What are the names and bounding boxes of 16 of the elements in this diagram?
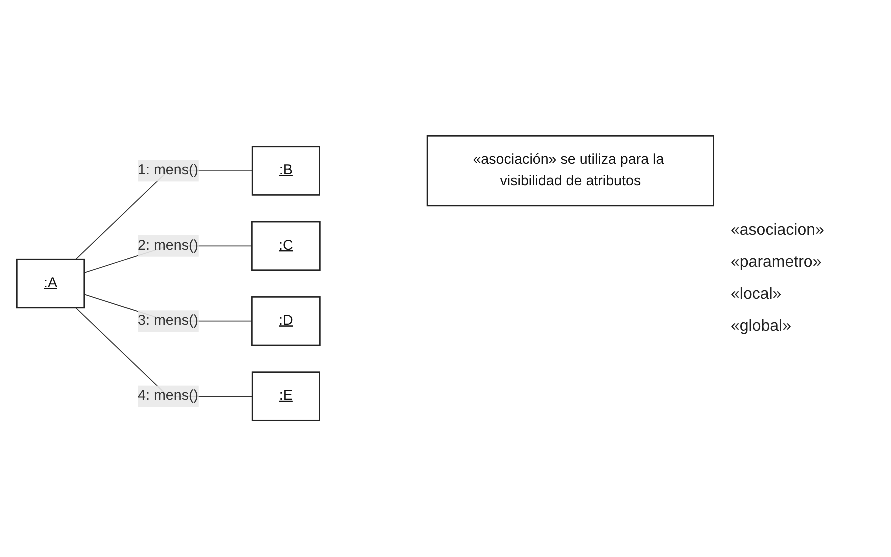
node-box: :C — [252, 221, 321, 272]
edge-label: 3: mens() — [138, 313, 199, 329]
node-box: :D — [252, 296, 321, 346]
connector — [76, 308, 254, 398]
stereotype-label: «parametro» — [731, 254, 823, 272]
node-box: «asociación» se utiliza para la visibilidad de atributos — [426, 136, 714, 207]
stereotype-label: «asociacion» — [731, 222, 826, 240]
node-box: :A — [16, 259, 86, 309]
stereotype-label: «local» — [731, 286, 783, 304]
edge-label: 4: mens() — [138, 388, 199, 404]
connector — [76, 170, 254, 260]
edge-label: 2: mens() — [138, 238, 199, 254]
node-box: :E — [252, 372, 320, 422]
stereotype-label: «global» — [731, 318, 792, 336]
node-box: :B — [252, 146, 320, 196]
edge-label: 1: mens() — [138, 163, 199, 178]
